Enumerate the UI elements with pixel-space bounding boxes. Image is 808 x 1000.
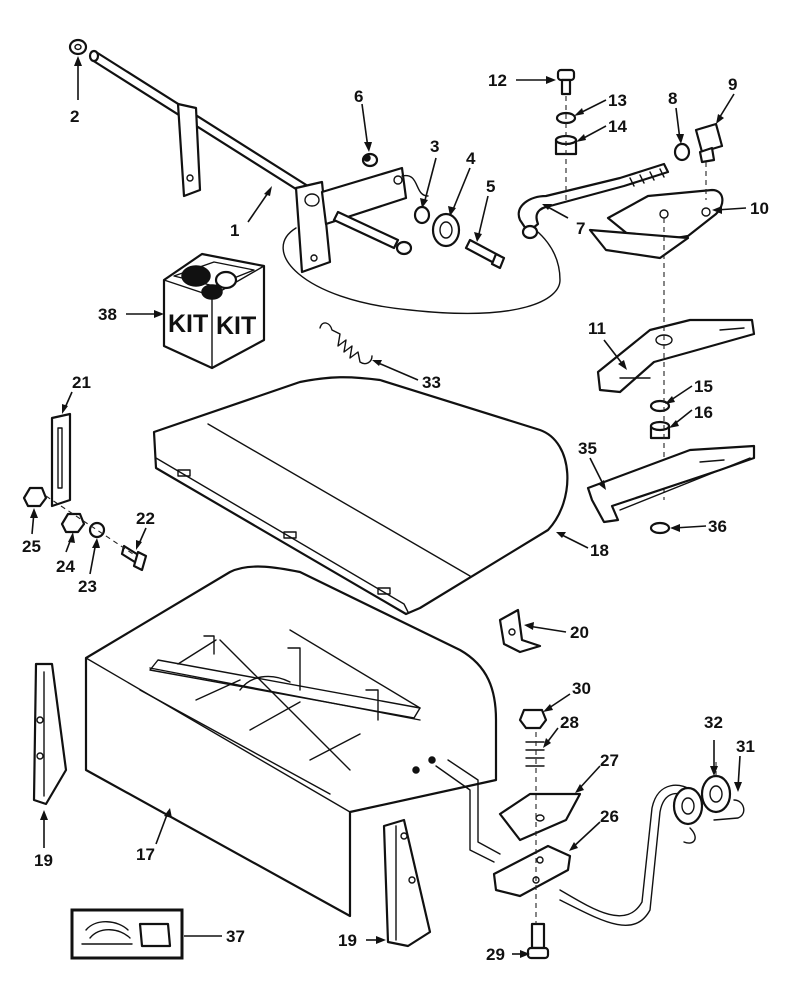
callout-21: 21 (72, 373, 91, 392)
leader-lines (30, 56, 747, 958)
lid (152, 376, 569, 616)
callout-2: 2 (70, 107, 79, 126)
mounting-plate (586, 444, 756, 535)
callout-15: 15 (694, 377, 713, 396)
callout-32: 32 (704, 713, 723, 732)
callout-12: 12 (488, 71, 507, 90)
callout-38: 38 (98, 305, 117, 324)
callout-20: 20 (570, 623, 589, 642)
callout-5: 5 (486, 177, 495, 196)
callout-9: 9 (728, 75, 737, 94)
callout-6: 6 (354, 87, 363, 106)
callout-33: 33 (422, 373, 441, 392)
callout-17: 17 (136, 845, 155, 864)
callout-18: 18 (590, 541, 609, 560)
callout-30: 30 (572, 679, 591, 698)
callout-31: 31 (736, 737, 755, 756)
callout-24: 24 (56, 557, 75, 576)
callout-3: 3 (430, 137, 439, 156)
kit-label-left: KIT (168, 310, 208, 338)
mount-assembly (435, 708, 745, 960)
callout-13: 13 (608, 91, 627, 110)
callout-25: 25 (22, 537, 41, 556)
callout-35: 35 (578, 439, 597, 458)
callout-28: 28 (560, 713, 579, 732)
callout-7: 7 (576, 219, 585, 238)
linkage-assembly (319, 68, 756, 500)
decal-37 (70, 908, 184, 960)
strap-assembly (22, 412, 148, 572)
kit-box: KIT KIT (162, 252, 266, 370)
callout-8: 8 (668, 89, 677, 108)
callout-16: 16 (694, 403, 713, 422)
callout-37: 37 (226, 927, 245, 946)
callout-27: 27 (600, 751, 619, 770)
callout-19a: 19 (34, 851, 53, 870)
bracket-20 (498, 608, 542, 654)
callout-23: 23 (78, 577, 97, 596)
callout-36: 36 (708, 517, 727, 536)
callout-14: 14 (608, 117, 627, 136)
callout-26: 26 (600, 807, 619, 826)
shaft-assembly (68, 38, 561, 315)
callout-29: 29 (486, 945, 505, 964)
callout-10: 10 (750, 199, 769, 218)
callout-22: 22 (136, 509, 155, 528)
callout-11: 11 (588, 319, 606, 338)
callout-19b: 19 (338, 931, 357, 950)
box-body (84, 565, 498, 918)
callout-numbers: 1 2 3 4 5 6 7 8 9 10 11 12 13 14 15 16 1… (22, 71, 769, 964)
callout-4: 4 (466, 149, 476, 168)
brackets-19 (32, 662, 432, 948)
kit-label-right: KIT (216, 312, 256, 340)
callout-1: 1 (230, 221, 239, 240)
